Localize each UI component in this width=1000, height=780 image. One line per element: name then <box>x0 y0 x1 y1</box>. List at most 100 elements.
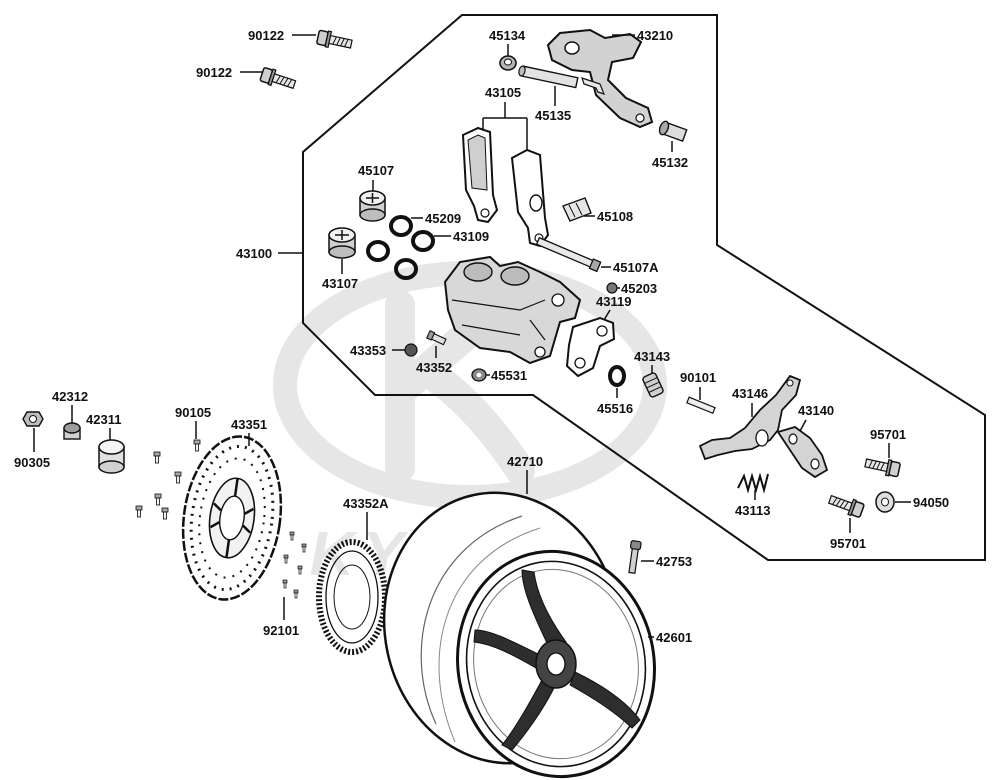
lever-43140 <box>776 426 829 479</box>
part-number-label: 42710 <box>507 454 543 469</box>
part-number-label: 43146 <box>732 386 768 401</box>
nut-42312 <box>63 422 81 440</box>
callout-43109: 43109 <box>434 229 489 244</box>
part-number-label: 43210 <box>637 28 673 43</box>
callout-95701-upper: 95701 <box>870 427 906 458</box>
part-number-label: 43113 <box>735 503 770 518</box>
part-number-label: 90122 <box>196 65 232 80</box>
seal-ring-45516 <box>608 365 626 387</box>
part-number-label: 90122 <box>248 28 284 43</box>
spring-43113 <box>737 472 769 494</box>
bleeder-screw-43352 <box>425 329 447 346</box>
callout-43107: 43107 <box>322 259 358 291</box>
callout-90101: 90101 <box>680 370 716 400</box>
callout-45531: 45531 <box>486 368 527 383</box>
sleeve-45132 <box>658 120 688 143</box>
part-number-label: 45135 <box>535 108 571 123</box>
part-number-label: 45209 <box>425 211 461 226</box>
part-number-label: 43353 <box>350 343 386 358</box>
bolt-90122-upper <box>315 28 354 53</box>
callout-43105: 43105 <box>482 85 528 151</box>
bolt-95701-lower <box>826 491 866 520</box>
caliper-body-43100 <box>443 255 582 365</box>
callout-43353: 43353 <box>350 343 405 358</box>
callout-42710: 42710 <box>507 454 543 494</box>
part-number-label: 43140 <box>798 403 834 418</box>
part-number-label: 43351 <box>231 417 267 432</box>
part-number-label: 95701 <box>870 427 906 442</box>
callout-43119: 43119 <box>596 294 631 321</box>
nut-90305 <box>22 411 44 427</box>
callout-90105: 90105 <box>175 405 211 439</box>
part-number-label: 94050 <box>913 495 949 510</box>
callout-42311: 42311 <box>86 412 121 440</box>
callout-45134: 45134 <box>489 28 526 56</box>
caliper-assembly-boundary <box>302 14 986 561</box>
cap-45203 <box>606 282 618 294</box>
part-number-label: 45516 <box>597 401 633 416</box>
callout-92101: 92101 <box>263 597 299 638</box>
slide-pin-45107A <box>535 236 602 273</box>
callout-43100: 43100 <box>236 246 303 261</box>
callout-90122-upper: 90122 <box>248 28 316 43</box>
part-number-label: 45203 <box>621 281 657 296</box>
part-number-label: 45107A <box>613 260 659 275</box>
part-number-label: 90105 <box>175 405 211 420</box>
pin-90101 <box>686 396 716 415</box>
callout-42753: 42753 <box>641 554 692 569</box>
bolt-95701-upper <box>863 454 902 479</box>
nut-45531 <box>471 368 487 382</box>
pad-spring-45108 <box>562 197 592 222</box>
bolt-90122-lower <box>258 65 298 93</box>
part-number-label: 43352 <box>416 360 452 375</box>
callout-94050: 94050 <box>895 495 949 510</box>
dust-boot-43143 <box>642 372 664 398</box>
caliper-bracket-43210 <box>546 28 654 129</box>
part-number-label: 45134 <box>489 28 526 43</box>
part-number-label: 42601 <box>656 630 692 645</box>
part-number-label: 92101 <box>263 623 299 638</box>
part-number-label: 43109 <box>453 229 489 244</box>
piston-45107 <box>359 190 386 222</box>
callout-45107: 45107 <box>358 163 394 191</box>
lever-43146 <box>698 374 802 461</box>
brake-pads-43105 <box>461 126 550 248</box>
callout-45516: 45516 <box>597 388 633 416</box>
screws-92101 <box>282 531 307 599</box>
callout-42601: 42601 <box>648 630 692 645</box>
part-number-label: 43143 <box>634 349 670 364</box>
part-number-label: 90305 <box>14 455 50 470</box>
part-number-label: 43105 <box>485 85 521 100</box>
callout-43140: 43140 <box>798 403 834 432</box>
callout-45107A: 45107A <box>601 260 659 275</box>
part-number-label: 43100 <box>236 246 272 261</box>
callout-45209: 45209 <box>411 211 461 226</box>
part-number-label: 45108 <box>597 209 633 224</box>
pin-45135 <box>518 65 579 89</box>
nut-45134 <box>499 55 517 71</box>
part-number-label: 43352A <box>343 496 389 511</box>
callout-90305: 90305 <box>14 428 50 470</box>
part-number-label: 43119 <box>596 294 631 309</box>
callout-43351: 43351 <box>231 417 267 446</box>
wheel-rim-42601 <box>456 549 656 779</box>
callout-45135: 45135 <box>535 86 571 123</box>
callout-45203: 45203 <box>617 281 657 296</box>
callout-42312: 42312 <box>52 389 88 423</box>
part-number-label: 45132 <box>652 155 688 170</box>
part-number-label: 90101 <box>680 370 716 385</box>
valve-42753 <box>628 540 642 574</box>
callout-43352A: 43352A <box>343 496 389 540</box>
callout-43146: 43146 <box>732 386 768 417</box>
callout-95701-lower: 95701 <box>830 518 866 551</box>
part-number-label: 42753 <box>656 554 692 569</box>
part-number-label: 45107 <box>358 163 394 178</box>
part-number-label: 45531 <box>491 368 527 383</box>
callout-43210: 43210 <box>612 28 673 43</box>
callout-90122-lower: 90122 <box>196 65 262 80</box>
washer-94050 <box>875 491 895 513</box>
part-number-label: 95701 <box>830 536 866 551</box>
bleeder-cap-43353 <box>404 343 418 357</box>
callout-43143: 43143 <box>634 349 670 374</box>
